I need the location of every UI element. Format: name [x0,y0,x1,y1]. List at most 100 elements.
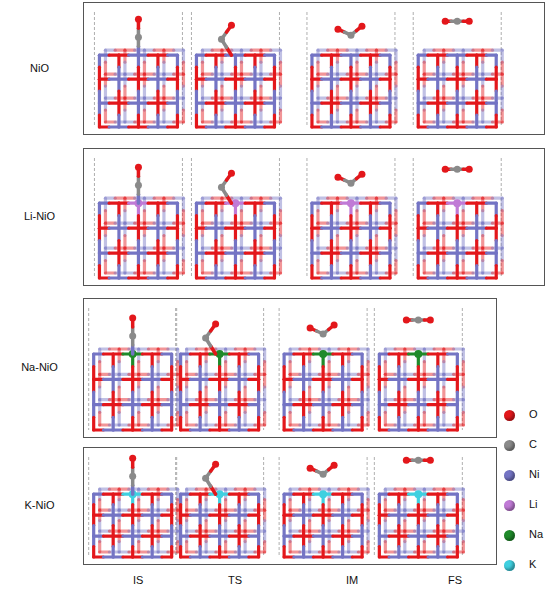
bond-stick [495,228,498,240]
bond-stick [273,91,276,103]
bond-stick [238,392,241,405]
bond-stick [436,405,439,418]
bond-stick [176,216,179,228]
bond-stick [347,362,350,375]
cell-boundary [263,308,264,430]
bond-stick [176,412,179,425]
bond-stick [423,211,426,223]
bond-stick [195,228,198,240]
bond-stick [249,555,259,558]
bond-stick [220,236,223,248]
bond-stick [98,55,101,67]
bond-stick [199,354,202,367]
cell-boundary [367,308,368,430]
bond-stick [162,86,165,98]
bond-stick [355,261,358,273]
bond-stick [117,216,120,228]
bond-stick [201,236,204,248]
bond-stick [417,367,420,380]
bond-stick [384,387,387,400]
bond-stick [234,241,237,253]
bond-stick [156,228,159,240]
bond-stick [283,405,286,418]
bond-stick [481,261,484,273]
bond-stick [336,62,339,74]
bond-stick [456,115,459,127]
bond-stick [179,379,182,392]
bond-stick [462,62,465,74]
bond-stick [259,261,262,273]
bond-stick [367,387,370,400]
bond-stick [253,241,256,253]
atom-ball [331,462,338,469]
bond-stick [388,115,391,127]
bond-stick [199,417,202,430]
bond-stick [436,115,439,127]
bond-stick [253,67,256,79]
bond-stick [475,228,478,240]
bond-stick [279,98,282,110]
bond-stick [118,412,121,425]
bond-stick [475,253,478,265]
bond-stick [195,253,198,265]
bond-stick [388,67,391,79]
bond-stick [394,236,397,248]
bond-stick [257,367,260,380]
bond-stick [378,367,381,380]
bond-stick [240,110,243,122]
bond-stick [162,428,172,431]
bond-stick [259,110,262,122]
bond-stick [98,387,101,400]
bond-stick [501,110,504,122]
bond-stick [137,79,140,91]
bond-stick [263,387,266,400]
bond-stick [182,248,185,260]
bond-stick [224,387,227,400]
bond-stick [330,216,333,228]
bond-stick [98,67,101,79]
bond-stick [361,354,364,367]
bond-stick [436,228,439,240]
bond-stick [378,417,381,430]
atom-ball [334,174,341,181]
bond-stick [238,405,241,418]
bond-stick [310,79,313,91]
bond-stick [308,362,311,375]
atom-ball [228,22,235,29]
cell-boundary [88,308,89,430]
bond-stick [436,67,439,79]
bond-stick [349,103,352,115]
bond-stick [349,67,352,79]
bond-stick [98,253,101,265]
bond-stick [195,203,198,215]
bond-stick [475,55,478,67]
atom-ball [202,475,209,482]
cell-boundary [279,457,280,557]
bond-stick [475,67,478,79]
bond-stick [475,241,478,253]
bond-stick [214,55,217,67]
bond-stick [501,98,504,110]
bond-stick [388,228,391,240]
bond-stick [283,354,286,367]
bond-stick [375,86,378,98]
bond-stick [273,216,276,228]
bond-stick [486,276,496,279]
bond-stick [143,110,146,122]
bond-stick [417,79,420,91]
cell-boundary [306,12,307,127]
bond-stick [137,241,140,253]
bond-stick [302,367,305,380]
bond-stick [182,74,185,86]
bond-stick [462,412,465,425]
bond-stick [117,103,120,115]
bond-stick [403,412,406,425]
bond-stick [423,412,426,425]
bond-stick [310,241,313,253]
bond-stick [137,91,140,103]
bond-stick [117,115,120,127]
bond-stick [117,241,120,253]
bond-stick [380,276,390,279]
bond-stick [259,62,262,74]
bond-stick [341,367,344,380]
